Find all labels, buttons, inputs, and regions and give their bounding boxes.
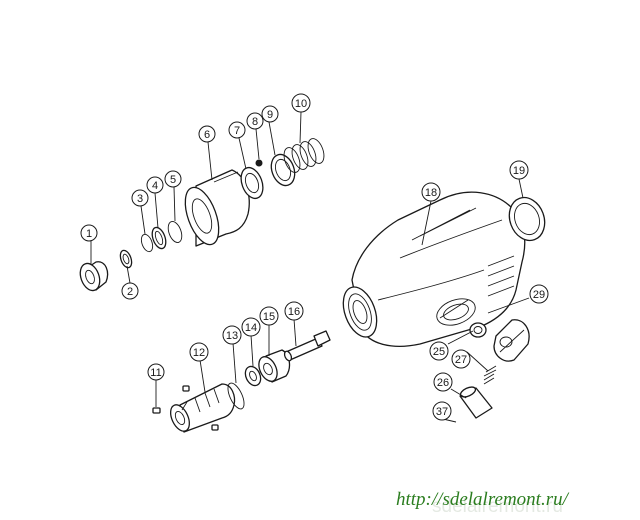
callout-label: 3 [137, 193, 143, 205]
part-12-barrel [169, 383, 236, 433]
part-18-main-housing [342, 191, 526, 347]
part-4-ring [151, 226, 167, 250]
part-7-ring [240, 166, 264, 200]
watermark: sdelairemont.ru [432, 496, 563, 517]
part-2-ring [119, 249, 133, 269]
callout-25: 25 [429, 341, 449, 361]
part-9-ring [270, 153, 296, 187]
callout-9: 9 [261, 105, 279, 123]
callout-27: 27 [451, 349, 471, 369]
callout-label: 13 [226, 330, 238, 342]
callout-label: 14 [245, 322, 257, 334]
callout-label: 7 [234, 125, 240, 137]
part-6-cone-housing [184, 169, 250, 247]
callout-15: 15 [259, 306, 279, 326]
callout-label: 27 [455, 354, 467, 366]
part-10-spring [283, 138, 325, 173]
callout-5: 5 [164, 170, 182, 188]
callout-label: 26 [437, 377, 449, 389]
callout-29: 29 [529, 284, 549, 304]
part-16-striker [283, 330, 331, 362]
callout-13: 13 [222, 325, 242, 345]
callout-26: 26 [433, 372, 453, 392]
part-27-switch-knob [493, 319, 530, 362]
callout-label: 37 [436, 406, 448, 418]
part-19-ring [508, 196, 546, 242]
callout-label: 25 [433, 346, 445, 358]
callout-label: 11 [150, 367, 161, 379]
callout-14: 14 [241, 317, 261, 337]
part-14-ring [244, 365, 262, 387]
part-5-ring [167, 221, 183, 243]
leader-lines [90, 111, 530, 423]
callout-2: 2 [121, 282, 139, 300]
callout-label: 18 [425, 187, 437, 199]
callout-label: 19 [513, 165, 525, 177]
part-3-ring [140, 233, 154, 253]
callout-label: 29 [533, 289, 545, 301]
callout-label: 12 [193, 347, 205, 359]
callout-12: 12 [189, 342, 209, 362]
callout-1: 1 [80, 224, 98, 242]
callout-label: 8 [252, 116, 258, 128]
callout-3: 3 [131, 189, 149, 207]
callout-16: 16 [284, 301, 304, 321]
part-26-spring [483, 365, 497, 385]
part-8-ball [255, 159, 263, 167]
callout-7: 7 [228, 121, 246, 139]
callout-11: 11 [147, 363, 165, 381]
callout-6: 6 [198, 125, 216, 143]
callout-label: 9 [267, 109, 273, 121]
part-25-ring [469, 322, 487, 338]
callout-label: 10 [295, 98, 307, 110]
callout-10: 10 [291, 93, 311, 113]
part-13-ring [227, 382, 245, 410]
callout-label: 4 [152, 180, 158, 192]
callout-4: 4 [146, 176, 164, 194]
callout-37: 37 [432, 401, 452, 421]
part-11-pins [152, 385, 219, 431]
part-1-cap [79, 261, 109, 292]
callout-label: 16 [288, 306, 300, 318]
callout-19: 19 [509, 160, 529, 180]
callout-label: 5 [170, 174, 176, 186]
website-url[interactable]: http://sdelalremont.ru/ [396, 489, 568, 510]
callout-label: 2 [127, 286, 133, 298]
callout-18: 18 [421, 182, 441, 202]
callout-label: 15 [263, 311, 275, 323]
callout-label: 1 [86, 228, 92, 240]
callout-label: 6 [204, 129, 210, 141]
callout-8: 8 [246, 112, 264, 130]
part-15-bushing [258, 349, 291, 383]
part-37-pin [459, 386, 493, 419]
